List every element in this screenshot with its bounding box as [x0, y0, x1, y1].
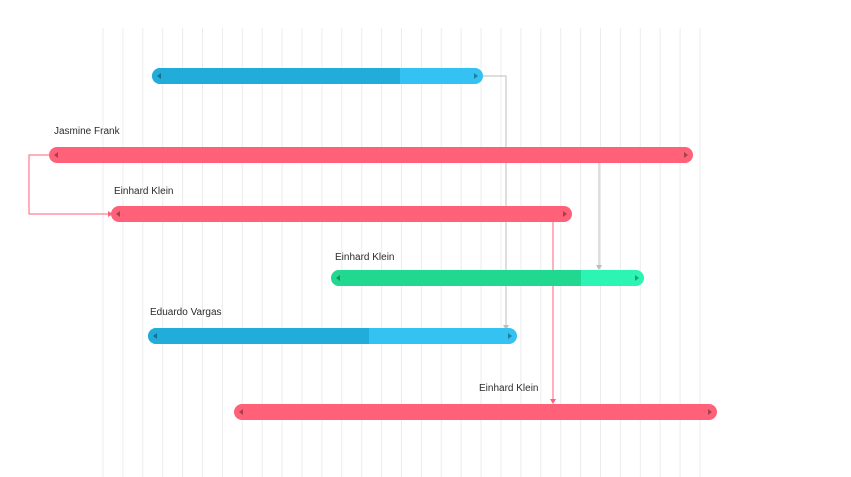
- caret-left-icon[interactable]: [153, 333, 157, 339]
- task-bar-t4[interactable]: [331, 270, 644, 286]
- task-label: Einhard Klein: [479, 383, 539, 394]
- caret-right-icon[interactable]: [635, 275, 639, 281]
- caret-right-icon[interactable]: [474, 73, 478, 79]
- task-label: Eduardo Vargas: [150, 307, 222, 318]
- caret-left-icon[interactable]: [239, 409, 243, 415]
- task-label: Einhard Klein: [114, 186, 174, 197]
- task-bar-t1[interactable]: [152, 68, 483, 84]
- task-bar-t2[interactable]: [49, 147, 693, 163]
- task-progress: [148, 328, 370, 344]
- caret-right-icon[interactable]: [708, 409, 712, 415]
- caret-right-icon[interactable]: [684, 152, 688, 158]
- caret-right-icon[interactable]: [508, 333, 512, 339]
- caret-left-icon[interactable]: [157, 73, 161, 79]
- task-bar-t5[interactable]: [148, 328, 517, 344]
- task-progress: [331, 270, 582, 286]
- caret-left-icon[interactable]: [54, 152, 58, 158]
- task-progress: [152, 68, 401, 84]
- caret-left-icon[interactable]: [336, 275, 340, 281]
- task-label: Einhard Klein: [335, 252, 395, 263]
- caret-right-icon[interactable]: [563, 211, 567, 217]
- task-bar-t3[interactable]: [111, 206, 572, 222]
- caret-left-icon[interactable]: [116, 211, 120, 217]
- task-label: Jasmine Frank: [54, 126, 120, 137]
- task-bar-t6[interactable]: [234, 404, 717, 420]
